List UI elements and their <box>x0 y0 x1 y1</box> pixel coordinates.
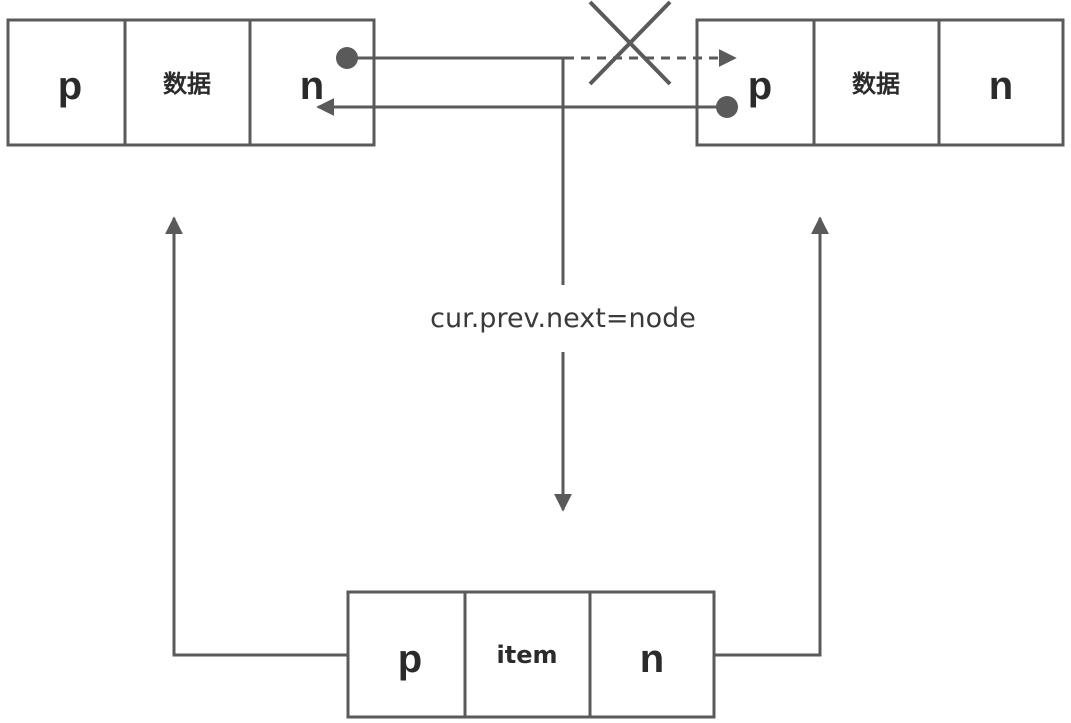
left-node-box <box>6 18 376 147</box>
new-node: p item n <box>346 590 716 719</box>
new-node-prev-pointer <box>165 216 348 657</box>
new-node-next-pointer-line <box>714 216 829 657</box>
right-node-box <box>695 18 1065 147</box>
operation-arrow: cur.prev.next=node <box>430 58 696 512</box>
prev-pointer <box>316 96 738 118</box>
right-node-data-label: 数据 <box>852 70 900 98</box>
old-next-pointer <box>336 47 737 69</box>
new-node-next-label: n <box>640 637 664 681</box>
operation-label: cur.prev.next=node <box>430 303 696 334</box>
new-node-prev-label: p <box>398 637 422 681</box>
new-node-data-label: item <box>497 641 558 669</box>
x-cross-icon <box>588 0 672 86</box>
left-node-next-label: n <box>300 64 324 108</box>
new-node-next-pointer <box>714 216 829 657</box>
new-node-prev-pointer-line <box>165 216 348 657</box>
left-node-data-label: 数据 <box>163 70 211 98</box>
right-node-prev-label: p <box>748 64 772 108</box>
left-node-prev-label: p <box>58 64 82 108</box>
new-node-box <box>346 590 716 719</box>
right-node: p 数据 n <box>695 18 1065 147</box>
left-node: p 数据 n <box>6 18 376 147</box>
right-node-next-label: n <box>989 64 1013 108</box>
